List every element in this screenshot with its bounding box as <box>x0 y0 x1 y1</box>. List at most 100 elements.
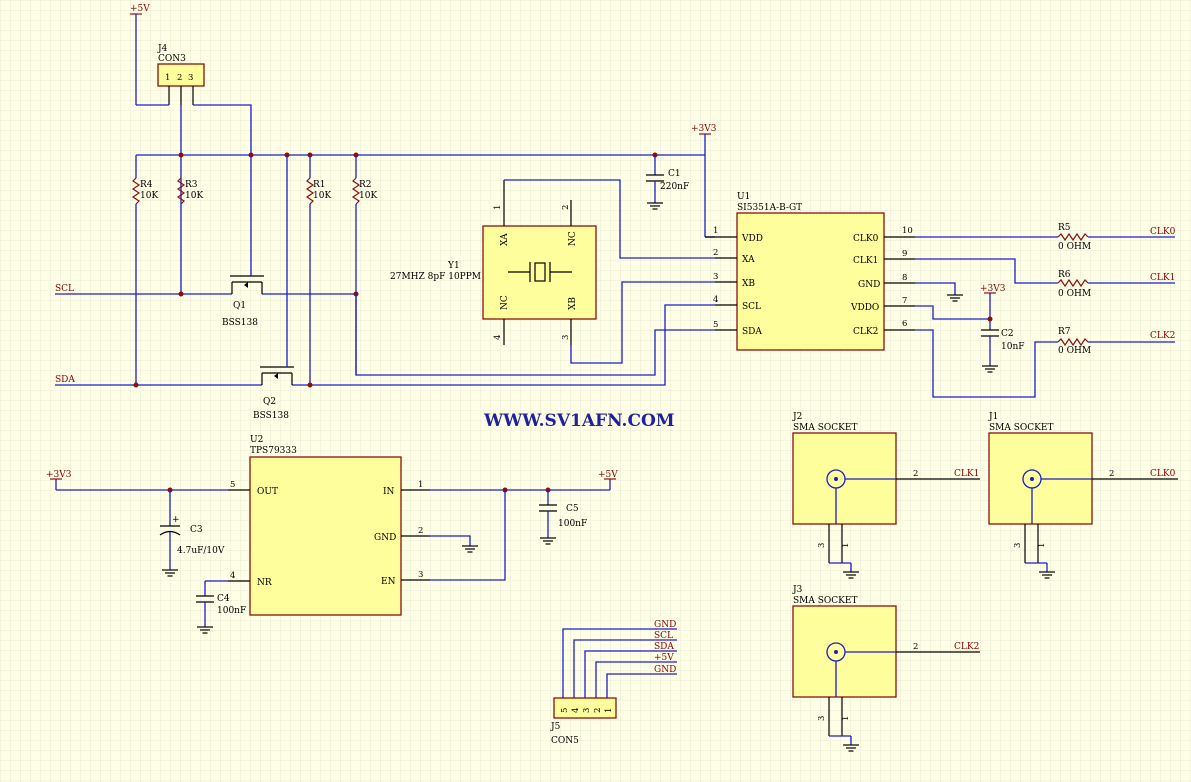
svg-text:SCL: SCL <box>654 631 673 641</box>
svg-text:0 OHM: 0 OHM <box>1058 346 1091 356</box>
svg-text:GND: GND <box>858 280 880 290</box>
svg-text:U1: U1 <box>737 192 750 202</box>
j5-net-wires: GND SCL SDA +5V GND <box>562 620 677 698</box>
svg-text:2: 2 <box>593 708 603 713</box>
svg-text:J2: J2 <box>792 412 802 422</box>
svg-text:1: 1 <box>493 205 503 210</box>
svg-text:+5V: +5V <box>654 653 674 663</box>
svg-text:2: 2 <box>177 73 182 83</box>
mosfet-q1[interactable]: Q1 BSS138 <box>222 155 264 328</box>
svg-text:NC: NC <box>500 295 510 310</box>
svg-text:100nF: 100nF <box>558 519 587 529</box>
svg-text:J3: J3 <box>792 585 803 595</box>
svg-text:SMA SOCKET: SMA SOCKET <box>989 423 1053 433</box>
mosfet-q2[interactable]: Q2 BSS138 <box>253 155 294 421</box>
svg-text:EN: EN <box>381 577 396 587</box>
resistor-r3[interactable]: R3 10K <box>176 177 203 205</box>
svg-text:4: 4 <box>571 708 581 713</box>
wire-scl-to-u1 <box>355 294 715 376</box>
svg-text:R2: R2 <box>359 180 372 190</box>
svg-text:VDDO: VDDO <box>850 303 879 313</box>
svg-text:R4: R4 <box>140 180 153 190</box>
svg-text:1: 1 <box>713 226 718 236</box>
power-3v3-u2: +3V3 <box>46 470 228 493</box>
svg-text:C4: C4 <box>217 594 230 604</box>
svg-text:IN: IN <box>383 487 395 497</box>
svg-text:GND: GND <box>654 665 676 675</box>
svg-text:C1: C1 <box>668 169 681 179</box>
wire-j4-pin3 <box>193 104 252 155</box>
svg-text:+3V3: +3V3 <box>691 124 717 134</box>
svg-text:0 OHM: 0 OHM <box>1058 242 1091 252</box>
website-watermark: WWW.SV1AFN.COM <box>483 411 675 431</box>
svg-text:1: 1 <box>841 543 851 548</box>
crystal-y1[interactable]: Y1 27MHZ 8pF 10PPM XA NC NC XB 1 2 4 3 <box>390 180 597 345</box>
svg-text:220nF: 220nF <box>660 182 689 192</box>
svg-text:R3: R3 <box>185 180 198 190</box>
svg-text:3: 3 <box>713 272 718 282</box>
svg-text:J4: J4 <box>157 44 168 54</box>
svg-text:CON5: CON5 <box>551 736 579 746</box>
resistor-r7[interactable]: R7 0 OHM CLK2 <box>1057 327 1175 356</box>
svg-text:CON3: CON3 <box>158 54 186 64</box>
resistor-r5[interactable]: R5 0 OHM CLK0 <box>1057 223 1176 252</box>
svg-text:Q1: Q1 <box>233 301 246 311</box>
wire-vddo <box>915 305 990 320</box>
svg-text:3: 3 <box>188 73 193 83</box>
svg-text:2: 2 <box>913 642 918 652</box>
capacitor-c1[interactable]: C1 220nF <box>646 155 689 210</box>
svg-text:XB: XB <box>568 297 578 310</box>
capacitor-c5[interactable]: C5 100nF <box>539 490 587 545</box>
svg-text:4.7uF/10V: 4.7uF/10V <box>177 546 225 556</box>
sma-socket-j1[interactable]: J1 SMA SOCKET 2 CLK0 3 1 <box>988 412 1178 579</box>
svg-text:GND: GND <box>654 620 676 630</box>
wire-u2-gnd <box>430 535 471 546</box>
wire-clk2-out <box>915 329 1058 398</box>
wire-u2-en <box>430 490 506 581</box>
wire-xa <box>504 179 715 259</box>
svg-text:CLK1: CLK1 <box>1150 273 1175 283</box>
svg-text:27MHZ 8pF 10PPM: 27MHZ 8pF 10PPM <box>390 272 481 282</box>
svg-text:SDA: SDA <box>55 375 75 385</box>
svg-text:2: 2 <box>913 469 918 479</box>
capacitor-c3[interactable]: + C3 4.7uF/10V <box>159 490 225 577</box>
svg-text:10K: 10K <box>185 191 203 201</box>
power-5v-top: +5V <box>130 4 150 105</box>
svg-text:100nF: 100nF <box>217 606 246 616</box>
svg-text:J5: J5 <box>550 722 561 732</box>
svg-text:1: 1 <box>841 716 851 721</box>
svg-text:NC: NC <box>568 231 578 246</box>
svg-text:10K: 10K <box>140 191 158 201</box>
svg-text:BSS138: BSS138 <box>222 318 258 328</box>
svg-text:10: 10 <box>902 226 913 236</box>
svg-text:R7: R7 <box>1058 327 1071 337</box>
power-3v3-vddo: +3V3 <box>980 284 1006 330</box>
connector-j4[interactable]: J4 CON3 1 2 3 <box>157 44 205 105</box>
svg-text:3: 3 <box>817 543 827 548</box>
svg-text:U2: U2 <box>250 435 263 445</box>
svg-text:Q2: Q2 <box>263 397 276 407</box>
sma-socket-j3[interactable]: J3 SMA SOCKET 2 CLK2 3 1 <box>792 585 980 752</box>
svg-text:1: 1 <box>165 73 170 83</box>
svg-text:SI5351A-B-GT: SI5351A-B-GT <box>737 203 802 213</box>
svg-text:BSS138: BSS138 <box>253 411 289 421</box>
svg-text:CLK0: CLK0 <box>853 234 879 244</box>
svg-text:5: 5 <box>713 320 718 330</box>
svg-text:2: 2 <box>713 248 718 258</box>
resistor-r6[interactable]: R6 0 OHM CLK1 <box>1057 270 1175 299</box>
svg-text:C2: C2 <box>1001 329 1014 339</box>
svg-text:1: 1 <box>604 708 614 713</box>
capacitor-c2[interactable]: C2 10nF <box>981 329 1025 373</box>
svg-text:1: 1 <box>1037 543 1047 548</box>
svg-text:NR: NR <box>257 578 272 588</box>
svg-text:3: 3 <box>817 716 827 721</box>
svg-text:5: 5 <box>230 480 235 490</box>
sma-socket-j2[interactable]: J2 SMA SOCKET 2 CLK1 3 1 <box>792 412 980 579</box>
svg-text:CLK2: CLK2 <box>853 327 878 337</box>
svg-text:XA: XA <box>742 255 755 265</box>
capacitor-c4[interactable]: C4 100nF <box>196 580 246 634</box>
svg-text:+3V3: +3V3 <box>46 470 72 480</box>
